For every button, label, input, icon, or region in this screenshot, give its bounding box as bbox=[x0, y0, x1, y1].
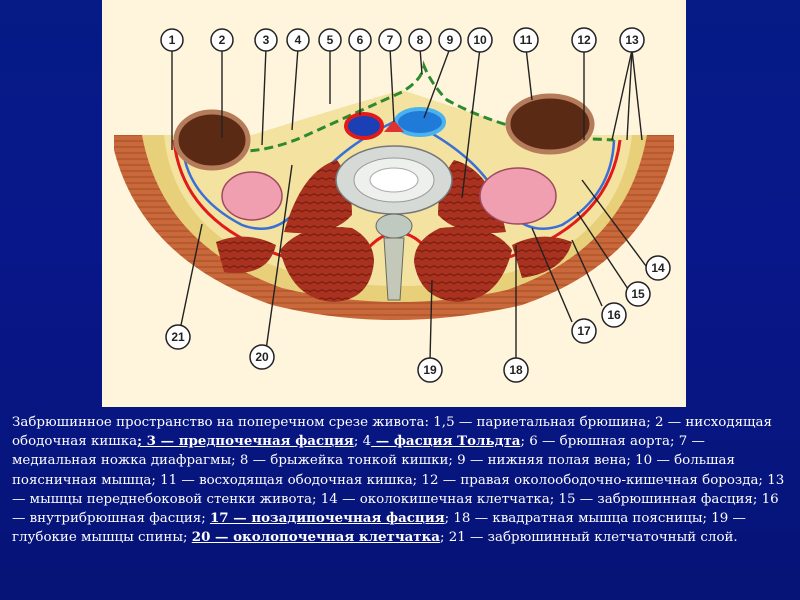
aorta bbox=[344, 112, 384, 140]
label-15: 15 bbox=[625, 281, 651, 307]
caption-segment: ; 6 — брюшная аорта; 7 — медиальная ножк… bbox=[12, 434, 785, 527]
svg-text:21: 21 bbox=[171, 330, 185, 344]
svg-text:4: 4 bbox=[295, 33, 302, 47]
caption-segment: ; 18 — квадратная мышца поясницы; 19 — г… bbox=[12, 511, 746, 546]
label-9: 9 bbox=[438, 28, 462, 52]
diaphragm-crus bbox=[384, 120, 404, 132]
anatomy-figure: 1 2 3 4 5 6 7 8 9 10 11 12 13 14 15 16 1… bbox=[102, 0, 686, 407]
svg-text:1: 1 bbox=[169, 33, 176, 47]
descending-colon bbox=[173, 109, 251, 171]
label-13: 13 bbox=[619, 27, 645, 53]
label-17: 17 bbox=[571, 318, 597, 344]
caption-segment-underlined: 17 — позадипочечная фасция bbox=[209, 510, 445, 527]
svg-text:13: 13 bbox=[625, 33, 639, 47]
svg-text:3: 3 bbox=[263, 33, 270, 47]
label-2: 2 bbox=[210, 28, 234, 52]
caption-segment-underlined: 20 — околопочечная клетчатка bbox=[191, 529, 440, 546]
inferior-vena-cava bbox=[394, 107, 446, 137]
leader-lines bbox=[171, 47, 647, 361]
label-12: 12 bbox=[571, 27, 597, 53]
svg-text:19: 19 bbox=[423, 363, 437, 377]
label-21: 21 bbox=[165, 324, 191, 350]
caption-segment: ; 21 — забрюшинный клетчаточный слой. bbox=[439, 530, 738, 546]
svg-text:16: 16 bbox=[607, 308, 621, 322]
label-1: 1 bbox=[160, 28, 184, 52]
cross-section-illustration: 1 2 3 4 5 6 7 8 9 10 11 12 13 14 15 16 1… bbox=[114, 27, 674, 383]
label-14: 14 bbox=[645, 255, 671, 281]
quadratus-lumborum-left bbox=[216, 236, 276, 273]
svg-text:6: 6 bbox=[357, 33, 364, 47]
svg-text:15: 15 bbox=[631, 287, 645, 301]
svg-text:9: 9 bbox=[447, 33, 454, 47]
parietal-peritoneum-line bbox=[181, 60, 615, 153]
svg-text:18: 18 bbox=[509, 363, 523, 377]
spinous-process bbox=[383, 237, 405, 301]
svg-text:7: 7 bbox=[387, 33, 394, 47]
svg-text:20: 20 bbox=[255, 350, 269, 364]
svg-text:17: 17 bbox=[577, 324, 591, 338]
ascending-colon bbox=[505, 93, 595, 155]
svg-text:11: 11 bbox=[520, 33, 533, 47]
deep-back-muscles-right bbox=[414, 226, 512, 302]
spinal-canal bbox=[375, 213, 413, 239]
right-kidney bbox=[479, 167, 557, 225]
label-5: 5 bbox=[318, 28, 342, 52]
number-labels: 1 2 3 4 5 6 7 8 9 10 11 12 13 14 15 16 1… bbox=[160, 27, 671, 383]
label-10: 10 bbox=[467, 27, 493, 53]
label-18: 18 bbox=[503, 357, 529, 383]
label-11: 11 bbox=[513, 27, 539, 53]
label-20: 20 bbox=[249, 344, 275, 370]
svg-text:14: 14 bbox=[651, 261, 665, 275]
left-kidney bbox=[221, 171, 283, 221]
quadratus-lumborum bbox=[512, 236, 572, 278]
label-6: 6 bbox=[348, 28, 372, 52]
label-7: 7 bbox=[378, 28, 402, 52]
label-3: 3 bbox=[254, 28, 278, 52]
figure-caption: Забрюшинное пространство на поперечном с… bbox=[12, 413, 788, 547]
label-19: 19 bbox=[417, 357, 443, 383]
caption-segment-underlined: — фасция Тольдта bbox=[371, 433, 521, 450]
svg-text:8: 8 bbox=[417, 33, 424, 47]
label-8: 8 bbox=[408, 28, 432, 52]
caption-segment-underlined: ; 3 — предпочечная фасция bbox=[137, 433, 354, 450]
label-16: 16 bbox=[601, 302, 627, 328]
psoas-left bbox=[284, 160, 352, 234]
caption-segment: ; 4 bbox=[353, 434, 372, 450]
svg-text:5: 5 bbox=[327, 33, 334, 47]
caption-segment: Забрюшинное пространство на поперечном с… bbox=[12, 415, 772, 450]
label-4: 4 bbox=[286, 28, 310, 52]
deep-back-muscles bbox=[280, 226, 374, 302]
svg-text:2: 2 bbox=[219, 33, 226, 47]
svg-text:12: 12 bbox=[577, 33, 591, 47]
svg-text:10: 10 bbox=[473, 33, 487, 47]
